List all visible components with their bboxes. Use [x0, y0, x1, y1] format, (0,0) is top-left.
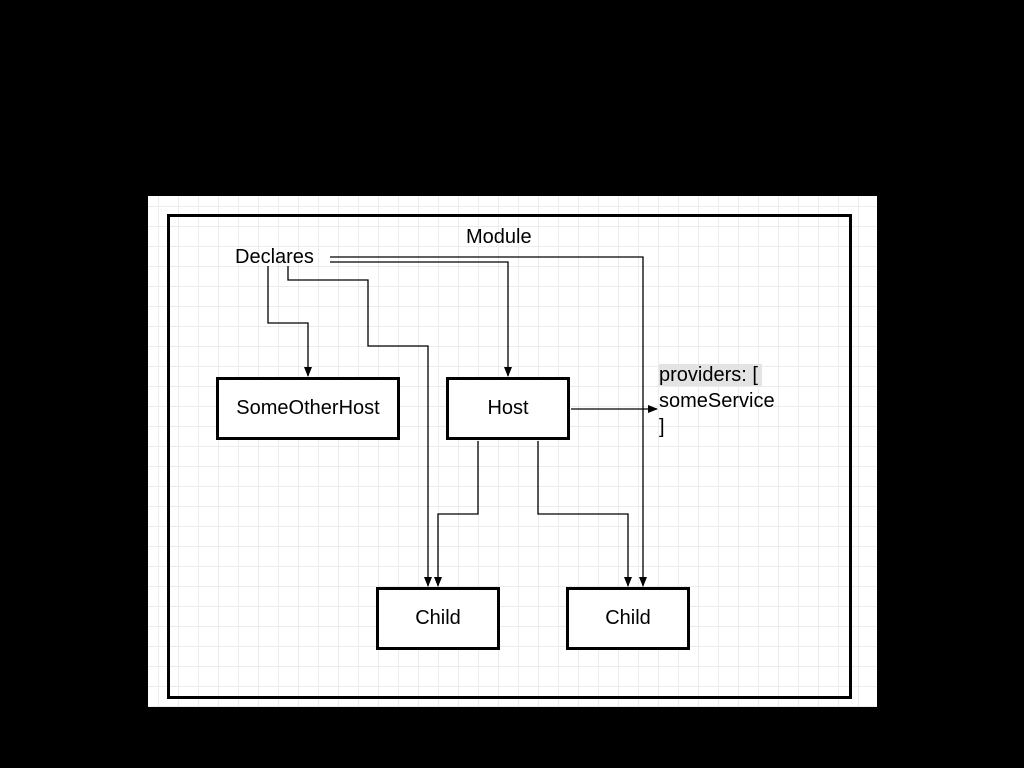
providers-note: providers: [ someService ] — [659, 362, 775, 440]
module-boundary — [167, 214, 852, 699]
node-host[interactable]: Host — [446, 377, 570, 440]
node-child-right[interactable]: Child — [566, 587, 690, 650]
providers-line-2: someService — [659, 390, 775, 412]
node-child-left[interactable]: Child — [376, 587, 500, 650]
providers-line-3: ] — [659, 416, 665, 438]
module-title: Module — [466, 226, 532, 248]
node-child-right-label: Child — [605, 607, 651, 629]
declares-label: Declares — [235, 246, 314, 268]
node-child-left-label: Child — [415, 607, 461, 629]
providers-line-1: providers: [ — [659, 364, 762, 386]
node-some-other-host[interactable]: SomeOtherHost — [216, 377, 400, 440]
node-some-other-host-label: SomeOtherHost — [236, 397, 380, 419]
node-host-label: Host — [487, 397, 529, 419]
